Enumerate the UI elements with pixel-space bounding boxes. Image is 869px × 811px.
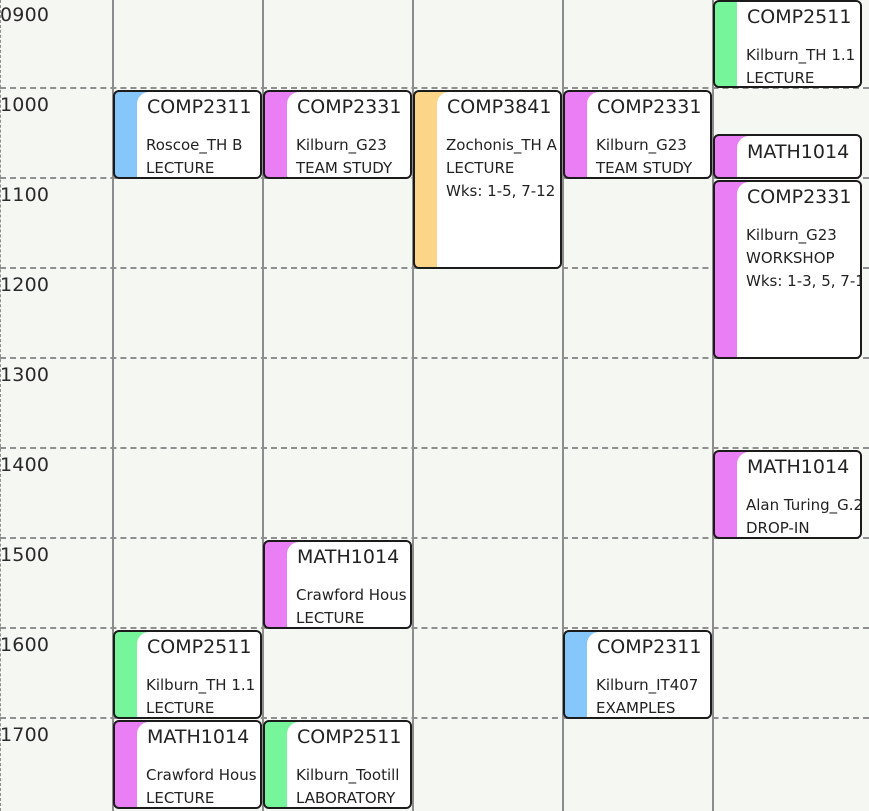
event-type: LECTURE bbox=[146, 159, 215, 177]
time-label: 1000 bbox=[0, 94, 50, 116]
event-card-body: COMP2511 Kilburn_TH 1.1 LECTURE bbox=[737, 2, 860, 86]
time-label: 0900 bbox=[0, 4, 50, 26]
event-card-body: MATH1014 bbox=[737, 136, 860, 177]
event-card-body: COMP2511 Kilburn_TH 1.1 LECTURE bbox=[137, 632, 260, 717]
event-course-code: COMP2331 bbox=[747, 186, 852, 208]
event-type: LECTURE bbox=[446, 159, 515, 177]
event-type: LECTURE bbox=[146, 789, 215, 807]
event-room: Crawford Hous bbox=[296, 586, 407, 604]
grid-hour-line bbox=[0, 87, 869, 89]
event-course-code: MATH1014 bbox=[147, 726, 250, 748]
grid-hour-line bbox=[0, 537, 869, 539]
event-type: TEAM STUDY bbox=[296, 159, 393, 177]
event-room: Kilburn_G23 bbox=[746, 226, 837, 244]
event-weeks: Wks: 1-5, 7-12 bbox=[446, 182, 556, 200]
event-card[interactable]: COMP2311 Roscoe_TH B LECTURE bbox=[113, 90, 262, 179]
time-label: 1500 bbox=[0, 544, 50, 566]
event-card[interactable]: COMP2331 Kilburn_G23 WORKSHOP Wks: 1-3, … bbox=[713, 180, 862, 359]
event-type: TEAM STUDY bbox=[596, 159, 693, 177]
event-type: LABORATORY bbox=[296, 789, 396, 807]
grid-hour-line bbox=[0, 447, 869, 449]
event-card[interactable]: COMP2331 Kilburn_G23 TEAM STUDY bbox=[563, 90, 712, 179]
event-room: Kilburn_G23 bbox=[596, 136, 687, 154]
grid-column-line bbox=[412, 0, 414, 811]
event-card-body: COMP2331 Kilburn_G23 TEAM STUDY bbox=[287, 92, 410, 177]
event-type: LECTURE bbox=[296, 609, 365, 627]
event-room: Roscoe_TH B bbox=[146, 136, 243, 154]
time-label: 1300 bbox=[0, 364, 50, 386]
event-course-code: COMP2311 bbox=[147, 96, 252, 118]
event-room: Zochonis_TH A bbox=[446, 136, 557, 154]
event-card[interactable]: MATH1014 Crawford Hous LECTURE bbox=[113, 720, 262, 809]
event-type: WORKSHOP bbox=[746, 249, 835, 267]
event-card-body: MATH1014 Crawford Hous LECTURE bbox=[137, 722, 260, 807]
grid-hour-line bbox=[0, 627, 869, 629]
grid-column-line bbox=[262, 0, 264, 811]
event-card-body: MATH1014 Alan Turing_G.2 DROP-IN bbox=[737, 452, 860, 537]
event-course-code: COMP2511 bbox=[147, 636, 252, 658]
event-card[interactable]: MATH1014 bbox=[713, 134, 862, 179]
event-course-code: COMP3841 bbox=[447, 96, 552, 118]
event-type: LECTURE bbox=[146, 699, 215, 717]
event-type: DROP-IN bbox=[746, 519, 810, 537]
event-course-code: COMP2331 bbox=[597, 96, 702, 118]
event-card[interactable]: COMP2511 Kilburn_TH 1.1 LECTURE bbox=[713, 0, 862, 88]
event-room: Kilburn_TH 1.1 bbox=[746, 46, 856, 64]
grid-hour-line bbox=[0, 357, 869, 359]
event-room: Crawford Hous bbox=[146, 766, 257, 784]
event-type: LECTURE bbox=[746, 69, 815, 86]
event-course-code: MATH1014 bbox=[297, 546, 400, 568]
event-card-body: COMP2311 Roscoe_TH B LECTURE bbox=[137, 92, 260, 177]
event-card-body: COMP2331 Kilburn_G23 TEAM STUDY bbox=[587, 92, 710, 177]
event-room: Kilburn_G23 bbox=[296, 136, 387, 154]
event-type: EXAMPLES bbox=[596, 699, 676, 717]
grid-column-line bbox=[712, 0, 714, 811]
event-card[interactable]: MATH1014 Alan Turing_G.2 DROP-IN bbox=[713, 450, 862, 539]
time-label: 1100 bbox=[0, 184, 50, 206]
time-label: 1600 bbox=[0, 634, 50, 656]
event-course-code: COMP2311 bbox=[597, 636, 702, 658]
event-card[interactable]: COMP3841 Zochonis_TH A LECTURE Wks: 1-5,… bbox=[413, 90, 562, 269]
event-room: Kilburn_TH 1.1 bbox=[146, 676, 256, 694]
time-label: 1400 bbox=[0, 454, 50, 476]
event-card[interactable]: COMP2511 Kilburn_Tootill LABORATORY bbox=[263, 720, 412, 809]
event-course-code: MATH1014 bbox=[747, 456, 850, 478]
event-room: Kilburn_IT407 bbox=[596, 676, 699, 694]
grid-column-line bbox=[0, 0, 1, 811]
grid-column-line bbox=[562, 0, 564, 811]
event-card-body: COMP2511 Kilburn_Tootill LABORATORY bbox=[287, 722, 410, 807]
grid-column-line bbox=[112, 0, 114, 811]
event-card[interactable]: MATH1014 Crawford Hous LECTURE bbox=[263, 540, 412, 629]
event-course-code: COMP2511 bbox=[297, 726, 402, 748]
event-weeks: Wks: 1-3, 5, 7-1 bbox=[746, 272, 860, 290]
event-card-body: COMP2331 Kilburn_G23 WORKSHOP Wks: 1-3, … bbox=[737, 182, 860, 357]
time-label: 1200 bbox=[0, 274, 50, 296]
event-card[interactable]: COMP2331 Kilburn_G23 TEAM STUDY bbox=[263, 90, 412, 179]
event-card-body: MATH1014 Crawford Hous LECTURE bbox=[287, 542, 410, 627]
event-card[interactable]: COMP2511 Kilburn_TH 1.1 LECTURE bbox=[113, 630, 262, 719]
event-course-code: MATH1014 bbox=[747, 141, 850, 163]
event-card-body: COMP2311 Kilburn_IT407 EXAMPLES bbox=[587, 632, 710, 717]
event-card-body: COMP3841 Zochonis_TH A LECTURE Wks: 1-5,… bbox=[437, 92, 560, 267]
time-label: 1700 bbox=[0, 724, 50, 746]
event-room: Kilburn_Tootill bbox=[296, 766, 400, 784]
event-room: Alan Turing_G.2 bbox=[746, 496, 860, 514]
event-course-code: COMP2331 bbox=[297, 96, 402, 118]
event-course-code: COMP2511 bbox=[747, 6, 852, 28]
grid-hour-line bbox=[0, 717, 869, 719]
event-card[interactable]: COMP2311 Kilburn_IT407 EXAMPLES bbox=[563, 630, 712, 719]
